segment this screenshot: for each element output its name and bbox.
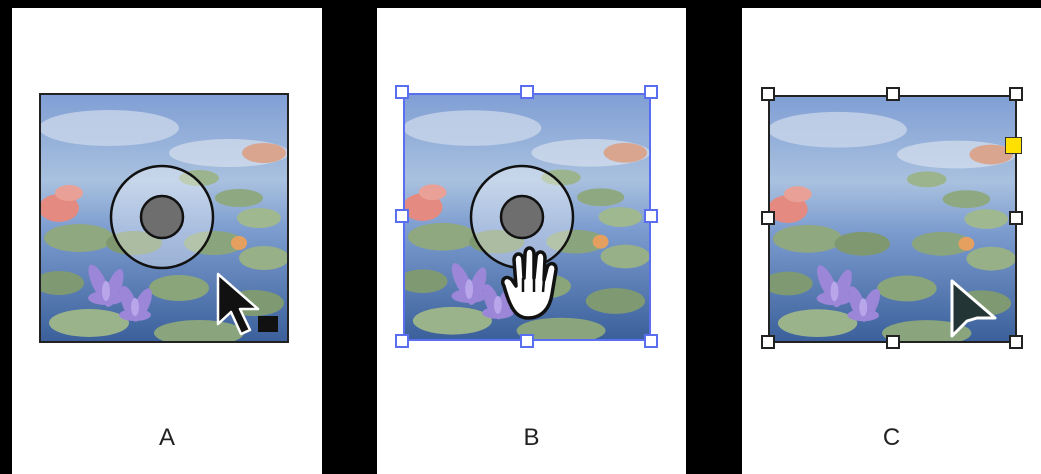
- selection-handle-top-left[interactable]: [395, 85, 409, 99]
- hand-cursor-icon: [492, 246, 562, 322]
- panel-b: B: [377, 8, 686, 474]
- panel-a: A: [12, 8, 322, 474]
- selection-handle-right[interactable]: [644, 209, 658, 223]
- content-indicator-handle[interactable]: [1005, 137, 1022, 154]
- frame-handle-bottom[interactable]: [886, 335, 900, 349]
- frame-handle-top[interactable]: [886, 87, 900, 101]
- selection-handle-top[interactable]: [520, 85, 534, 99]
- direct-selection-cursor-icon: [947, 276, 1007, 342]
- selection-handle-bottom-left[interactable]: [395, 334, 409, 348]
- panel-label: A: [12, 424, 322, 452]
- selection-handle-bottom-right[interactable]: [644, 334, 658, 348]
- frame-handle-left[interactable]: [761, 211, 775, 225]
- arrow-cursor-icon: [214, 270, 284, 340]
- selection-handle-left[interactable]: [395, 209, 409, 223]
- selection-handle-bottom[interactable]: [520, 334, 534, 348]
- frame-handle-right[interactable]: [1009, 211, 1023, 225]
- panel-c: C: [742, 8, 1041, 474]
- panel-label: C: [742, 424, 1041, 452]
- panel-label: B: [377, 424, 686, 452]
- content-grabber-icon[interactable]: [109, 164, 215, 270]
- frame-handle-top-right[interactable]: [1009, 87, 1023, 101]
- frame-handle-top-left[interactable]: [761, 87, 775, 101]
- selection-handle-top-right[interactable]: [644, 85, 658, 99]
- frame-handle-bottom-right[interactable]: [1009, 335, 1023, 349]
- frame-handle-bottom-left[interactable]: [761, 335, 775, 349]
